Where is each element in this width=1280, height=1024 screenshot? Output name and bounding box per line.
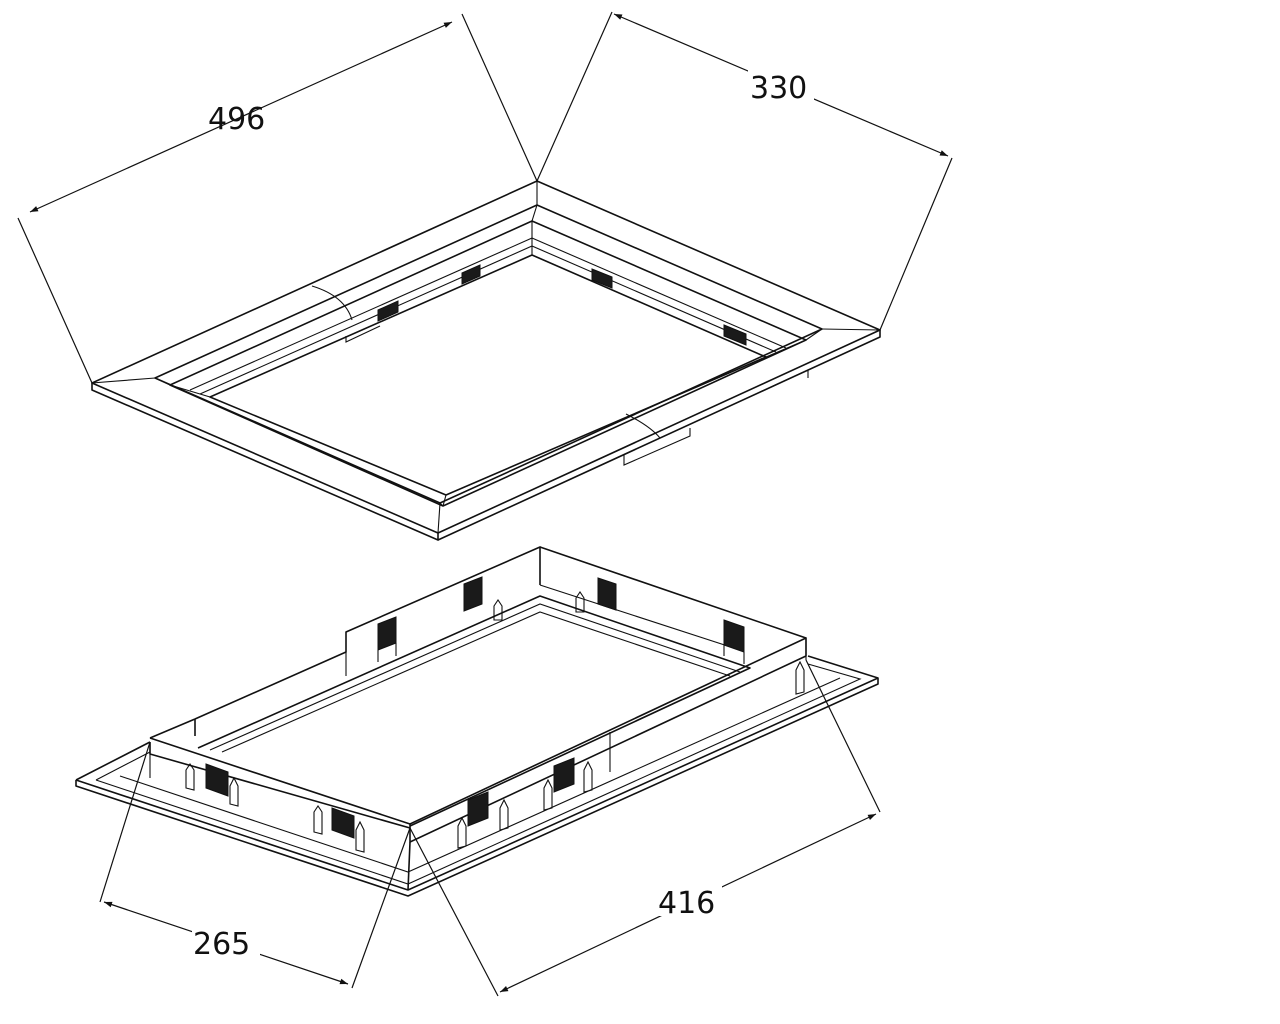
bottom-frame [75, 546, 879, 897]
dimension-330: 330 [536, 11, 953, 331]
dimension-416: 416 [409, 659, 881, 997]
dimension-label-330: 330 [750, 71, 807, 106]
dimension-496: 496 [17, 13, 538, 384]
dimension-label-265: 265 [193, 927, 250, 962]
dimension-label-416: 416 [658, 886, 715, 921]
top-frame [91, 180, 881, 541]
dimension-265: 265 [99, 741, 411, 989]
dimension-label-496: 496 [208, 102, 265, 137]
